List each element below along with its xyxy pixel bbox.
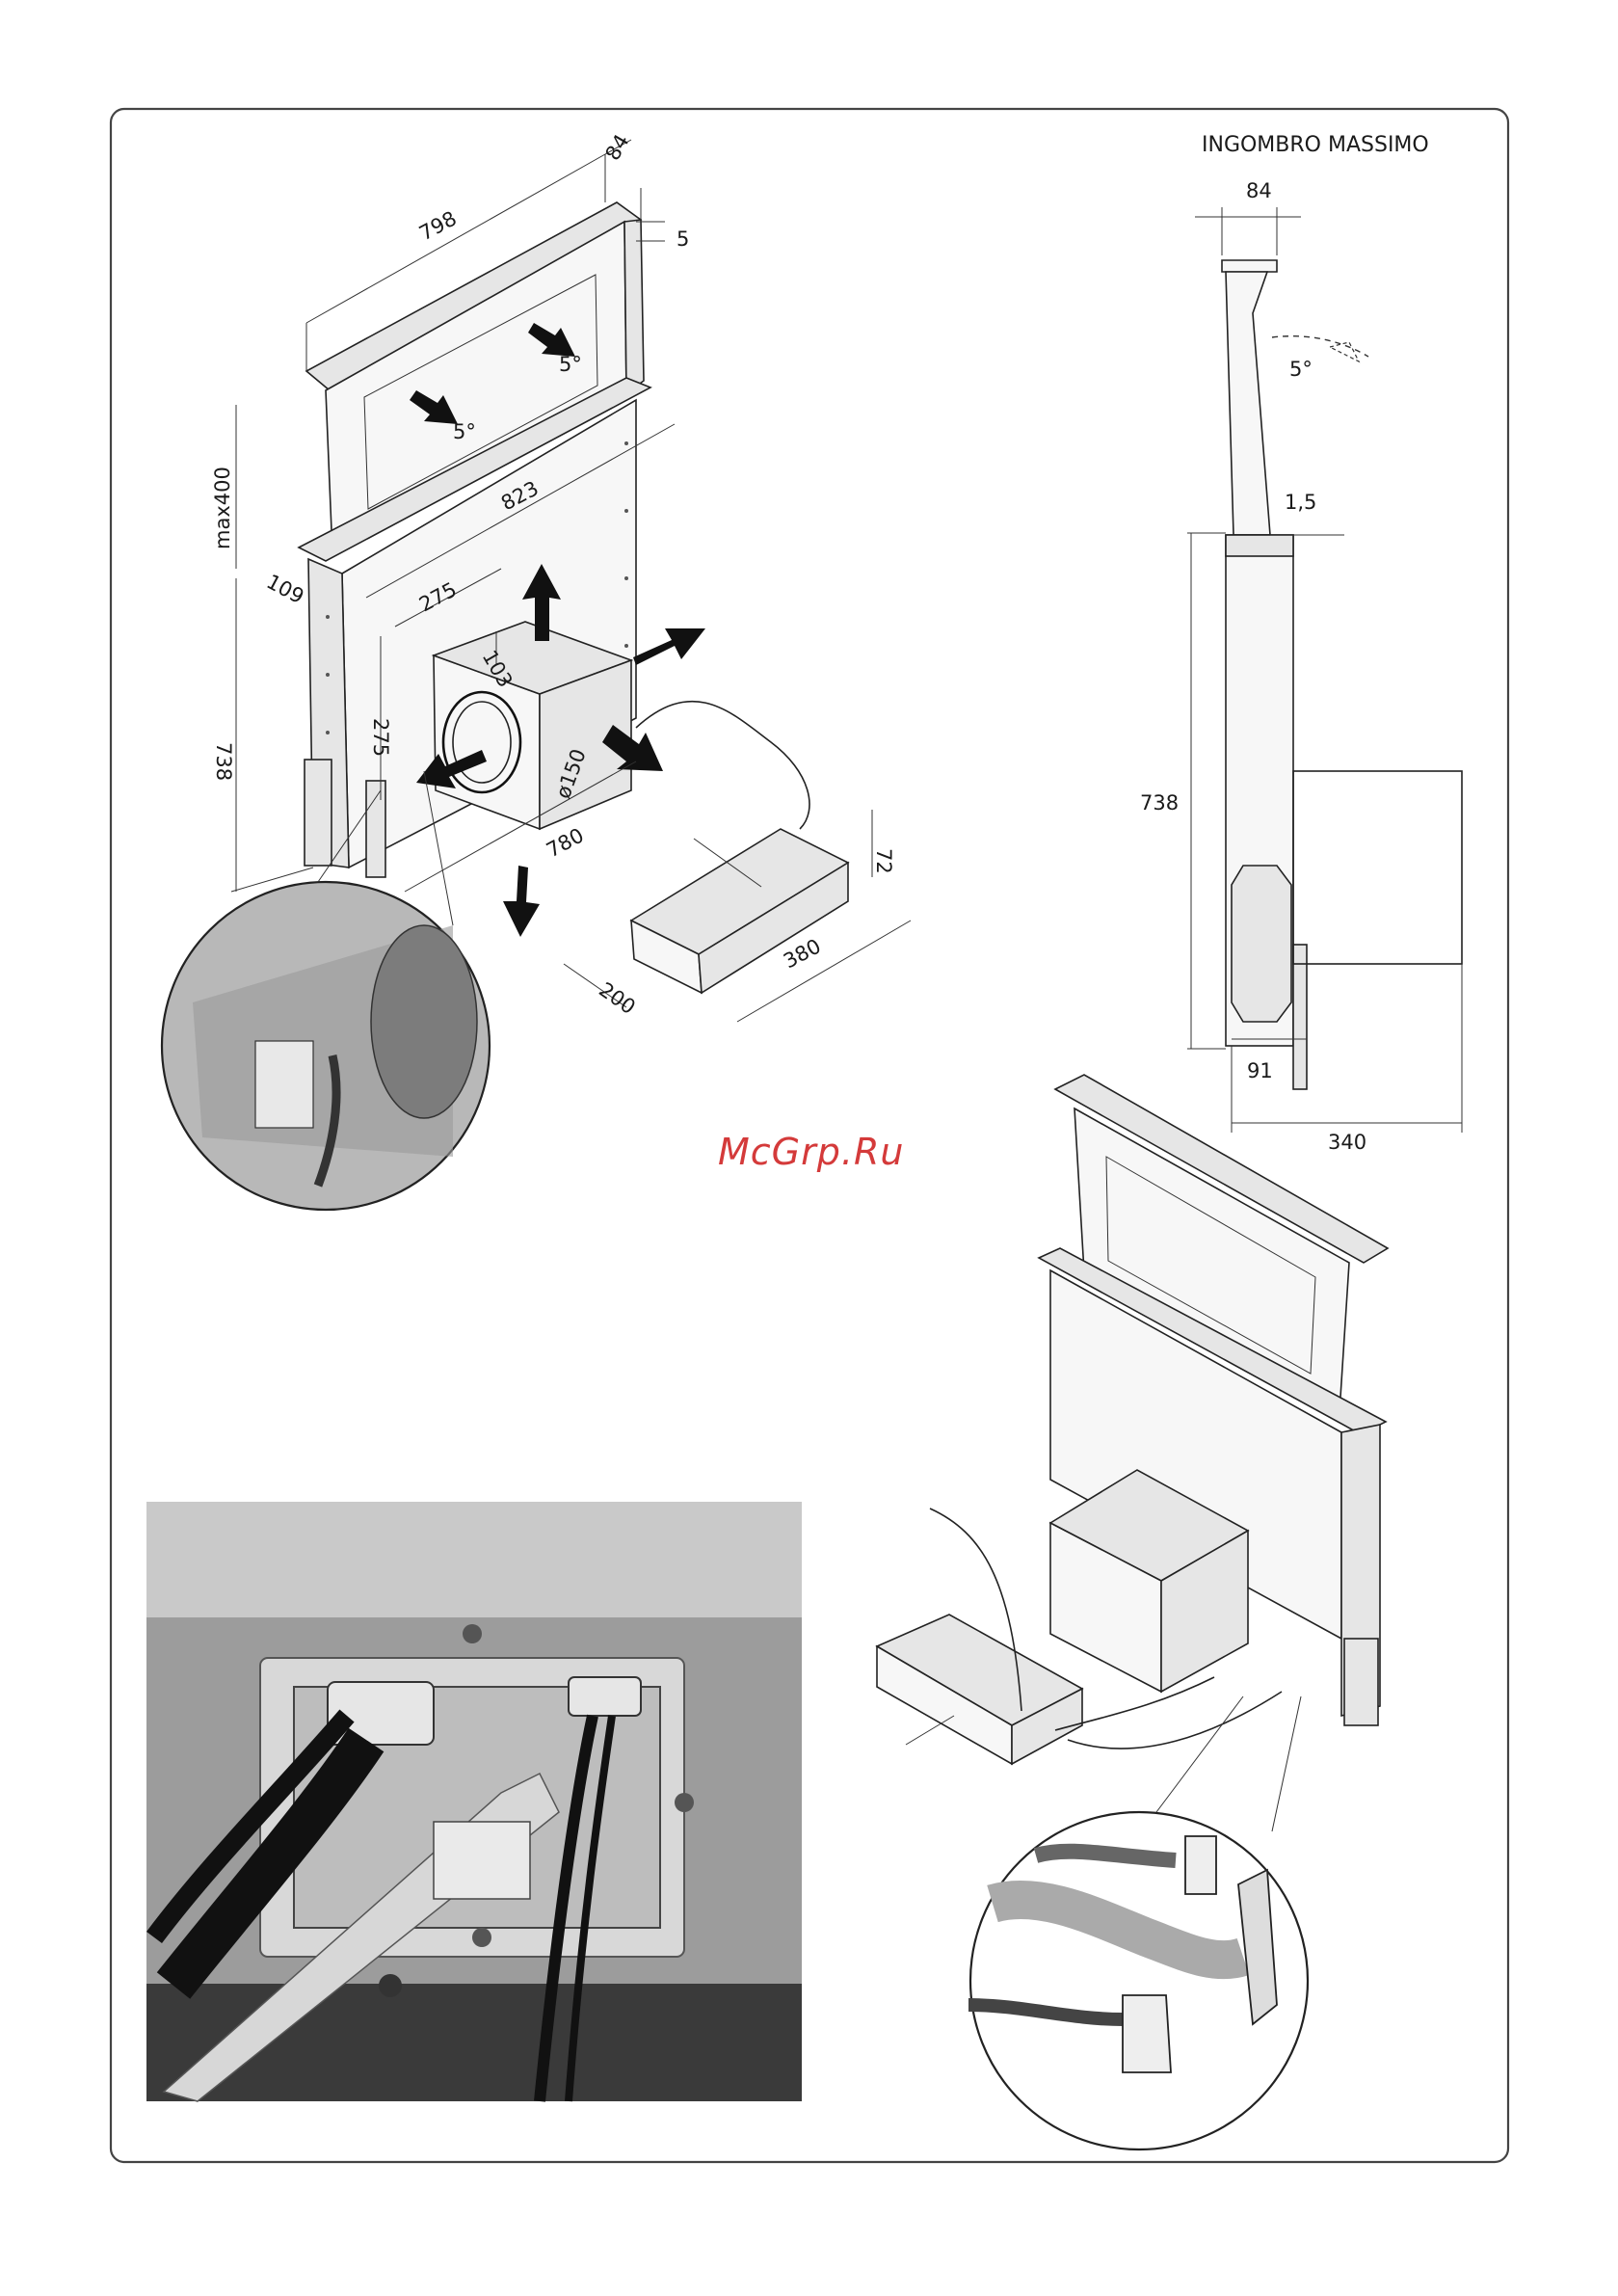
detail-cable-upper <box>1036 1852 1176 1860</box>
dim-72: 72 <box>872 848 895 874</box>
side-dim-1-5: 1,5 <box>1285 491 1316 514</box>
assembled-foot <box>1344 1639 1378 1725</box>
detail-connector-lower <box>1123 1995 1171 2072</box>
watermark: McGrp.Ru <box>718 1131 904 1173</box>
dim-max400: max400 <box>211 467 234 549</box>
side-hood-top <box>1222 260 1277 272</box>
hood-side <box>624 220 644 393</box>
detail-connector-upper <box>1185 1836 1216 1894</box>
angle-5-glass-1: 5° <box>453 420 476 443</box>
side-dim-84: 84 <box>1246 179 1272 202</box>
side-dim-340: 340 <box>1328 1131 1366 1154</box>
angle-5-glass-2: 5° <box>559 353 582 376</box>
foot-right <box>366 781 385 877</box>
section-title: INGOMBRO MASSIMO <box>1202 133 1429 157</box>
side-filter <box>1232 866 1291 1022</box>
side-dim-738: 738 <box>1140 791 1179 814</box>
foot-left <box>305 760 332 866</box>
dim-5-top: 5 <box>676 227 689 251</box>
side-angle-5: 5° <box>1289 358 1313 381</box>
connector-photo <box>146 1502 802 2101</box>
side-foot <box>1293 945 1307 1089</box>
side-dim-91: 91 <box>1247 1059 1273 1082</box>
side-body-cap <box>1226 535 1293 556</box>
dim-738-left: 738 <box>212 742 235 781</box>
dim-275-side: 275 <box>369 718 392 757</box>
